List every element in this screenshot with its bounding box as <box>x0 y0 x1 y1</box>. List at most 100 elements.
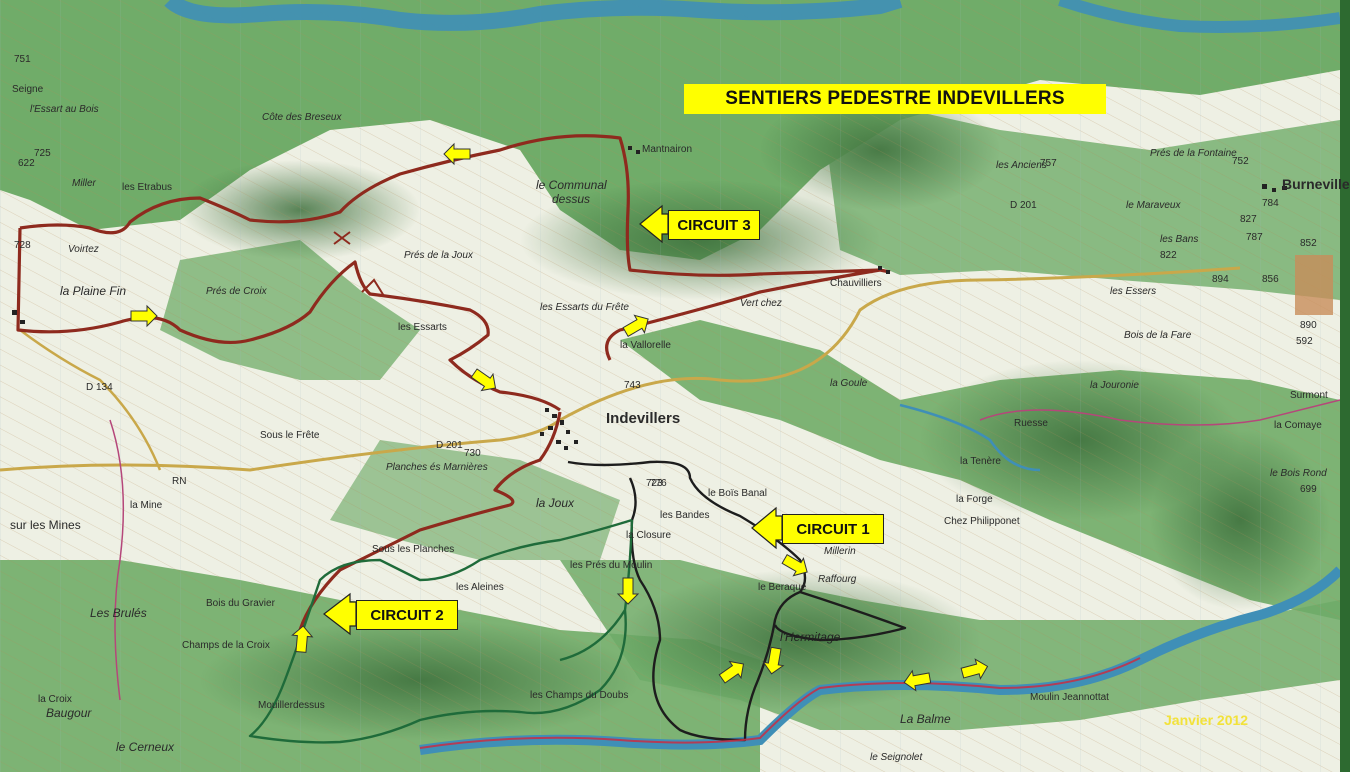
spot-height: 784 <box>1262 198 1279 209</box>
map-frame <box>1340 0 1350 772</box>
place-label: Les Brulés <box>90 606 147 620</box>
place-label: l'Hermitage <box>780 630 841 644</box>
spot-height: 622 <box>18 158 35 169</box>
spot-height: 822 <box>1160 250 1177 261</box>
place-label: la Comaye <box>1274 420 1322 431</box>
place-label: les Bans <box>1160 234 1199 245</box>
place-label: Voirtez <box>68 244 99 255</box>
place-label: Baugour <box>46 706 92 720</box>
place-label: les Aleines <box>456 582 504 593</box>
place-label: Miller <box>72 178 96 189</box>
spot-height: 728 <box>14 240 31 251</box>
place-label: le Boïs Banal <box>708 488 767 499</box>
arrow-marker <box>470 368 497 392</box>
spot-height: 752 <box>1232 156 1249 167</box>
place-label: Ruesse <box>1014 418 1048 429</box>
place-label: les Etrabus <box>122 182 173 193</box>
spot-height: 852 <box>1300 238 1317 249</box>
arrow-marker <box>291 625 314 653</box>
place-label: les Essers <box>1110 286 1157 297</box>
spot-height: 894 <box>1212 274 1229 285</box>
arrow-marker <box>443 142 471 166</box>
place-label: l'Essart au Bois <box>30 104 99 115</box>
place-label: les Champs du Doubs <box>530 690 629 701</box>
map-title: SENTIERS PEDESTRE INDEVILLERS <box>684 84 1106 114</box>
place-label: la Forge <box>956 494 993 505</box>
place-label: la Mine <box>130 500 163 511</box>
place-label: le Bois Rond <box>1270 468 1327 479</box>
rivers <box>164 0 1344 755</box>
cross-markers <box>333 231 385 297</box>
circuit-2-label: CIRCUIT 2 <box>356 600 458 630</box>
arrow-marker <box>718 660 745 684</box>
spot-height: 787 <box>1246 232 1263 243</box>
place-label: les Prés du Moulin <box>570 560 653 571</box>
circuit-3-label: CIRCUIT 3 <box>668 210 760 240</box>
place-label: Bois du Gravier <box>206 598 275 609</box>
arrow-marker <box>903 669 932 692</box>
arrow-marker <box>616 577 640 605</box>
place-label: Prés de la Joux <box>404 250 473 261</box>
place-label: Mouillerdessus <box>258 700 325 711</box>
spot-height: 725 <box>34 148 51 159</box>
place-label: Raffourg <box>818 574 857 585</box>
road-label: D 201 <box>436 440 463 451</box>
spot-height: 827 <box>1240 214 1257 225</box>
place-label: les Essarts du Frête <box>540 302 629 313</box>
quarry-area <box>1295 255 1333 315</box>
place-label: sur les Mines <box>10 518 81 532</box>
place-label: Bois de la Fare <box>1124 330 1192 341</box>
place-label: la Tenère <box>960 456 1001 467</box>
place-label: Surmont <box>1290 390 1328 401</box>
spot-height: 723 <box>646 478 663 489</box>
place-label: la Joux <box>536 496 575 510</box>
arrow-marker <box>781 553 808 577</box>
place-label: Mantnairon <box>642 144 693 155</box>
spot-height: 743 <box>624 380 641 391</box>
circuit-1-route <box>567 460 907 742</box>
place-label: Vert chez <box>740 298 782 309</box>
place-label: la Goule <box>830 378 868 389</box>
place-label: Burnevillers <box>1282 176 1350 192</box>
place-label: Sous les Planches <box>372 544 455 555</box>
circuit-1-label: CIRCUIT 1 <box>782 514 884 544</box>
circuit-1-text: CIRCUIT 1 <box>782 514 884 544</box>
place-label: Planches és Marnières <box>386 462 488 473</box>
road-label: D 134 <box>86 382 113 393</box>
spot-height: 751 <box>14 54 31 65</box>
circuit-3-route <box>16 134 891 631</box>
date-label: Janvier 2012 <box>1164 712 1249 728</box>
place-label: Sous le Frête <box>260 430 320 441</box>
place-label: dessus <box>552 192 591 206</box>
spot-height: 776 <box>650 478 667 489</box>
spot-height: 699 <box>1300 484 1317 495</box>
border-line <box>419 657 1141 749</box>
place-label: la Plaine Fin <box>60 284 127 298</box>
place-label: la Vallorelle <box>620 340 671 351</box>
place-label: les Essarts <box>398 322 447 333</box>
arrow-marker <box>762 646 785 675</box>
place-label: La Balme <box>900 712 951 726</box>
spot-height: 730 <box>464 448 481 459</box>
place-label: le Maraveux <box>1126 200 1181 211</box>
circuit-2-text: CIRCUIT 2 <box>356 600 458 630</box>
place-label: le Beraque <box>758 582 807 593</box>
place-label: la Croix <box>38 694 72 705</box>
place-label: le Communal <box>536 178 607 192</box>
place-label: Prés de Croix <box>206 286 267 297</box>
village-blocks <box>12 146 1287 450</box>
place-label: la Closure <box>626 530 672 541</box>
circuit-2-route <box>248 518 634 744</box>
spot-height: 757 <box>1040 158 1057 169</box>
place-label: Chauvilliers <box>830 278 882 289</box>
road-label: RN <box>172 476 187 487</box>
circuit-callout-arrows <box>323 204 783 636</box>
place-label: le Seignolet <box>870 752 923 763</box>
arrow-marker <box>622 314 649 338</box>
place-label: Chez Philipponet <box>944 516 1020 527</box>
place-label: Champs de la Croix <box>182 640 270 651</box>
roads <box>0 266 1341 701</box>
place-label: Côte des Breseux <box>262 112 342 123</box>
